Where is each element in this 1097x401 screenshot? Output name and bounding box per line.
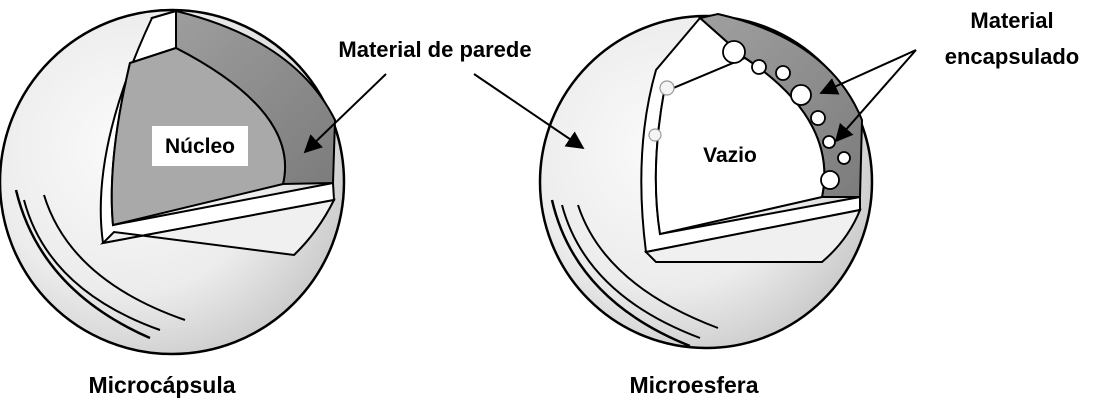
encapsulated-material-label-line2: encapsulado [945,44,1079,69]
encapsulated-material-label-line1: Material [970,8,1053,33]
microcapsule-shade-curve-1 [14,189,151,340]
empty-core-label: Vazio [703,144,757,167]
particle [722,40,746,64]
particle [751,59,767,75]
microcapsule-cut-face [100,198,336,257]
particle [820,170,840,190]
microsphere-shade-curve-2 [561,204,701,339]
microcapsule-caption: Microcápsula [89,372,236,398]
encapsulated-material-arrow-2 [834,49,917,143]
microsphere-shade-curve-1 [550,199,691,348]
wall-material-label: Material de parede [338,37,531,62]
core-label-box [152,126,248,166]
wall-material-arrow-right [473,73,585,150]
particle [775,65,791,81]
encapsulated-material-arrow-1 [819,49,917,95]
particle [837,151,851,165]
annotation-arrows [303,49,917,154]
microsphere-cut-face [643,208,862,263]
particle-faint [659,80,675,96]
microcapsule-shade-curve-2 [23,199,161,331]
microsphere-sphere: Vazio [538,12,874,350]
particle [790,84,812,106]
wall-material-arrow-left [303,73,387,154]
microcapsule-sphere: Núcleo [0,8,346,356]
core-label: Núcleo [165,135,235,158]
microsphere-empty-core [654,56,826,236]
microsphere-shade-curve-3 [577,204,719,329]
particle [810,110,826,126]
microsphere-caption: Microesfera [629,372,758,398]
microcapsule-shade-curve-3 [43,194,186,321]
particle-faint [648,128,662,142]
particle [822,135,836,149]
